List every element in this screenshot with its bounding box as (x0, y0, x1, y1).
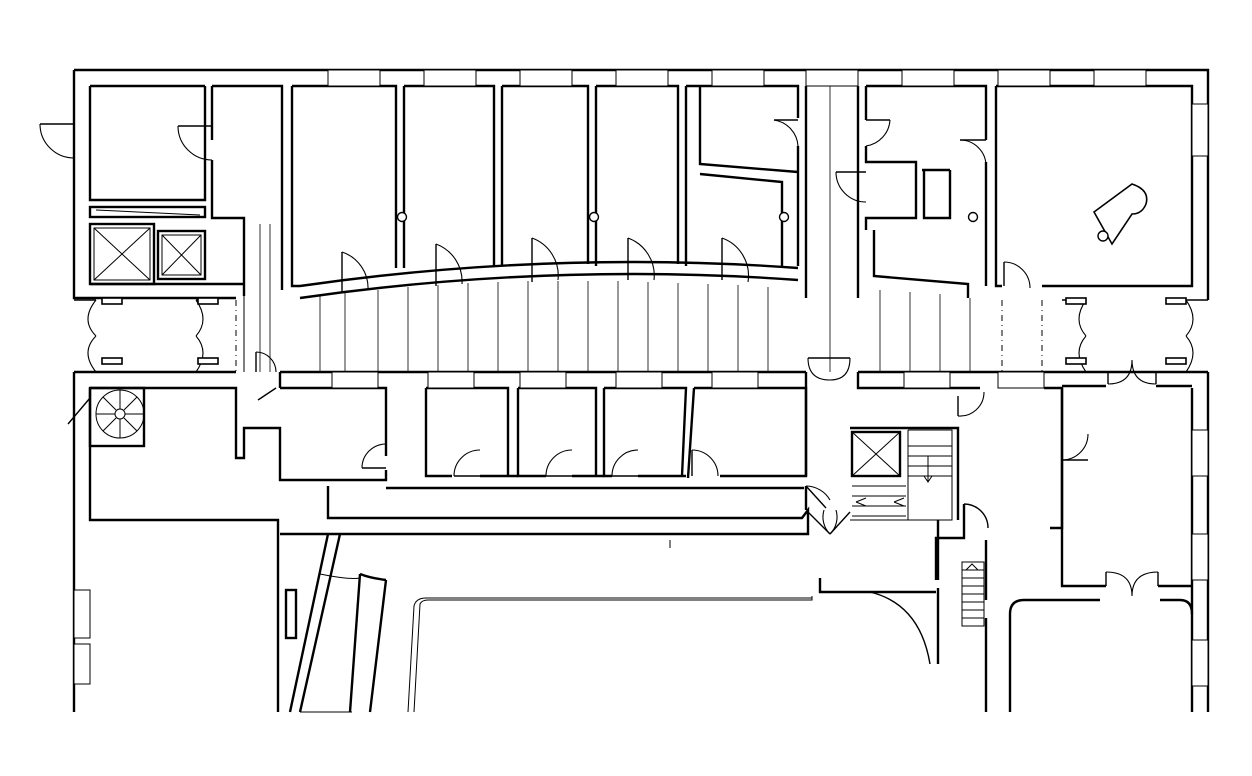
north-room-doors (39, 119, 1031, 292)
spiral-stair-icon (67, 389, 145, 439)
north-windows (327, 69, 1209, 157)
stair-arrow-icon (855, 456, 979, 571)
elevator-icon (93, 209, 202, 281)
grand-piano-icon (1092, 183, 1148, 246)
south-wing-walls (72, 372, 1210, 713)
north-wing-walls (72, 68, 1210, 300)
hall-outline (284, 540, 813, 713)
corridor-doors (74, 297, 1208, 373)
door-knobs (396, 211, 979, 223)
south-room-doors (255, 351, 1159, 665)
south-windows (73, 371, 1209, 687)
